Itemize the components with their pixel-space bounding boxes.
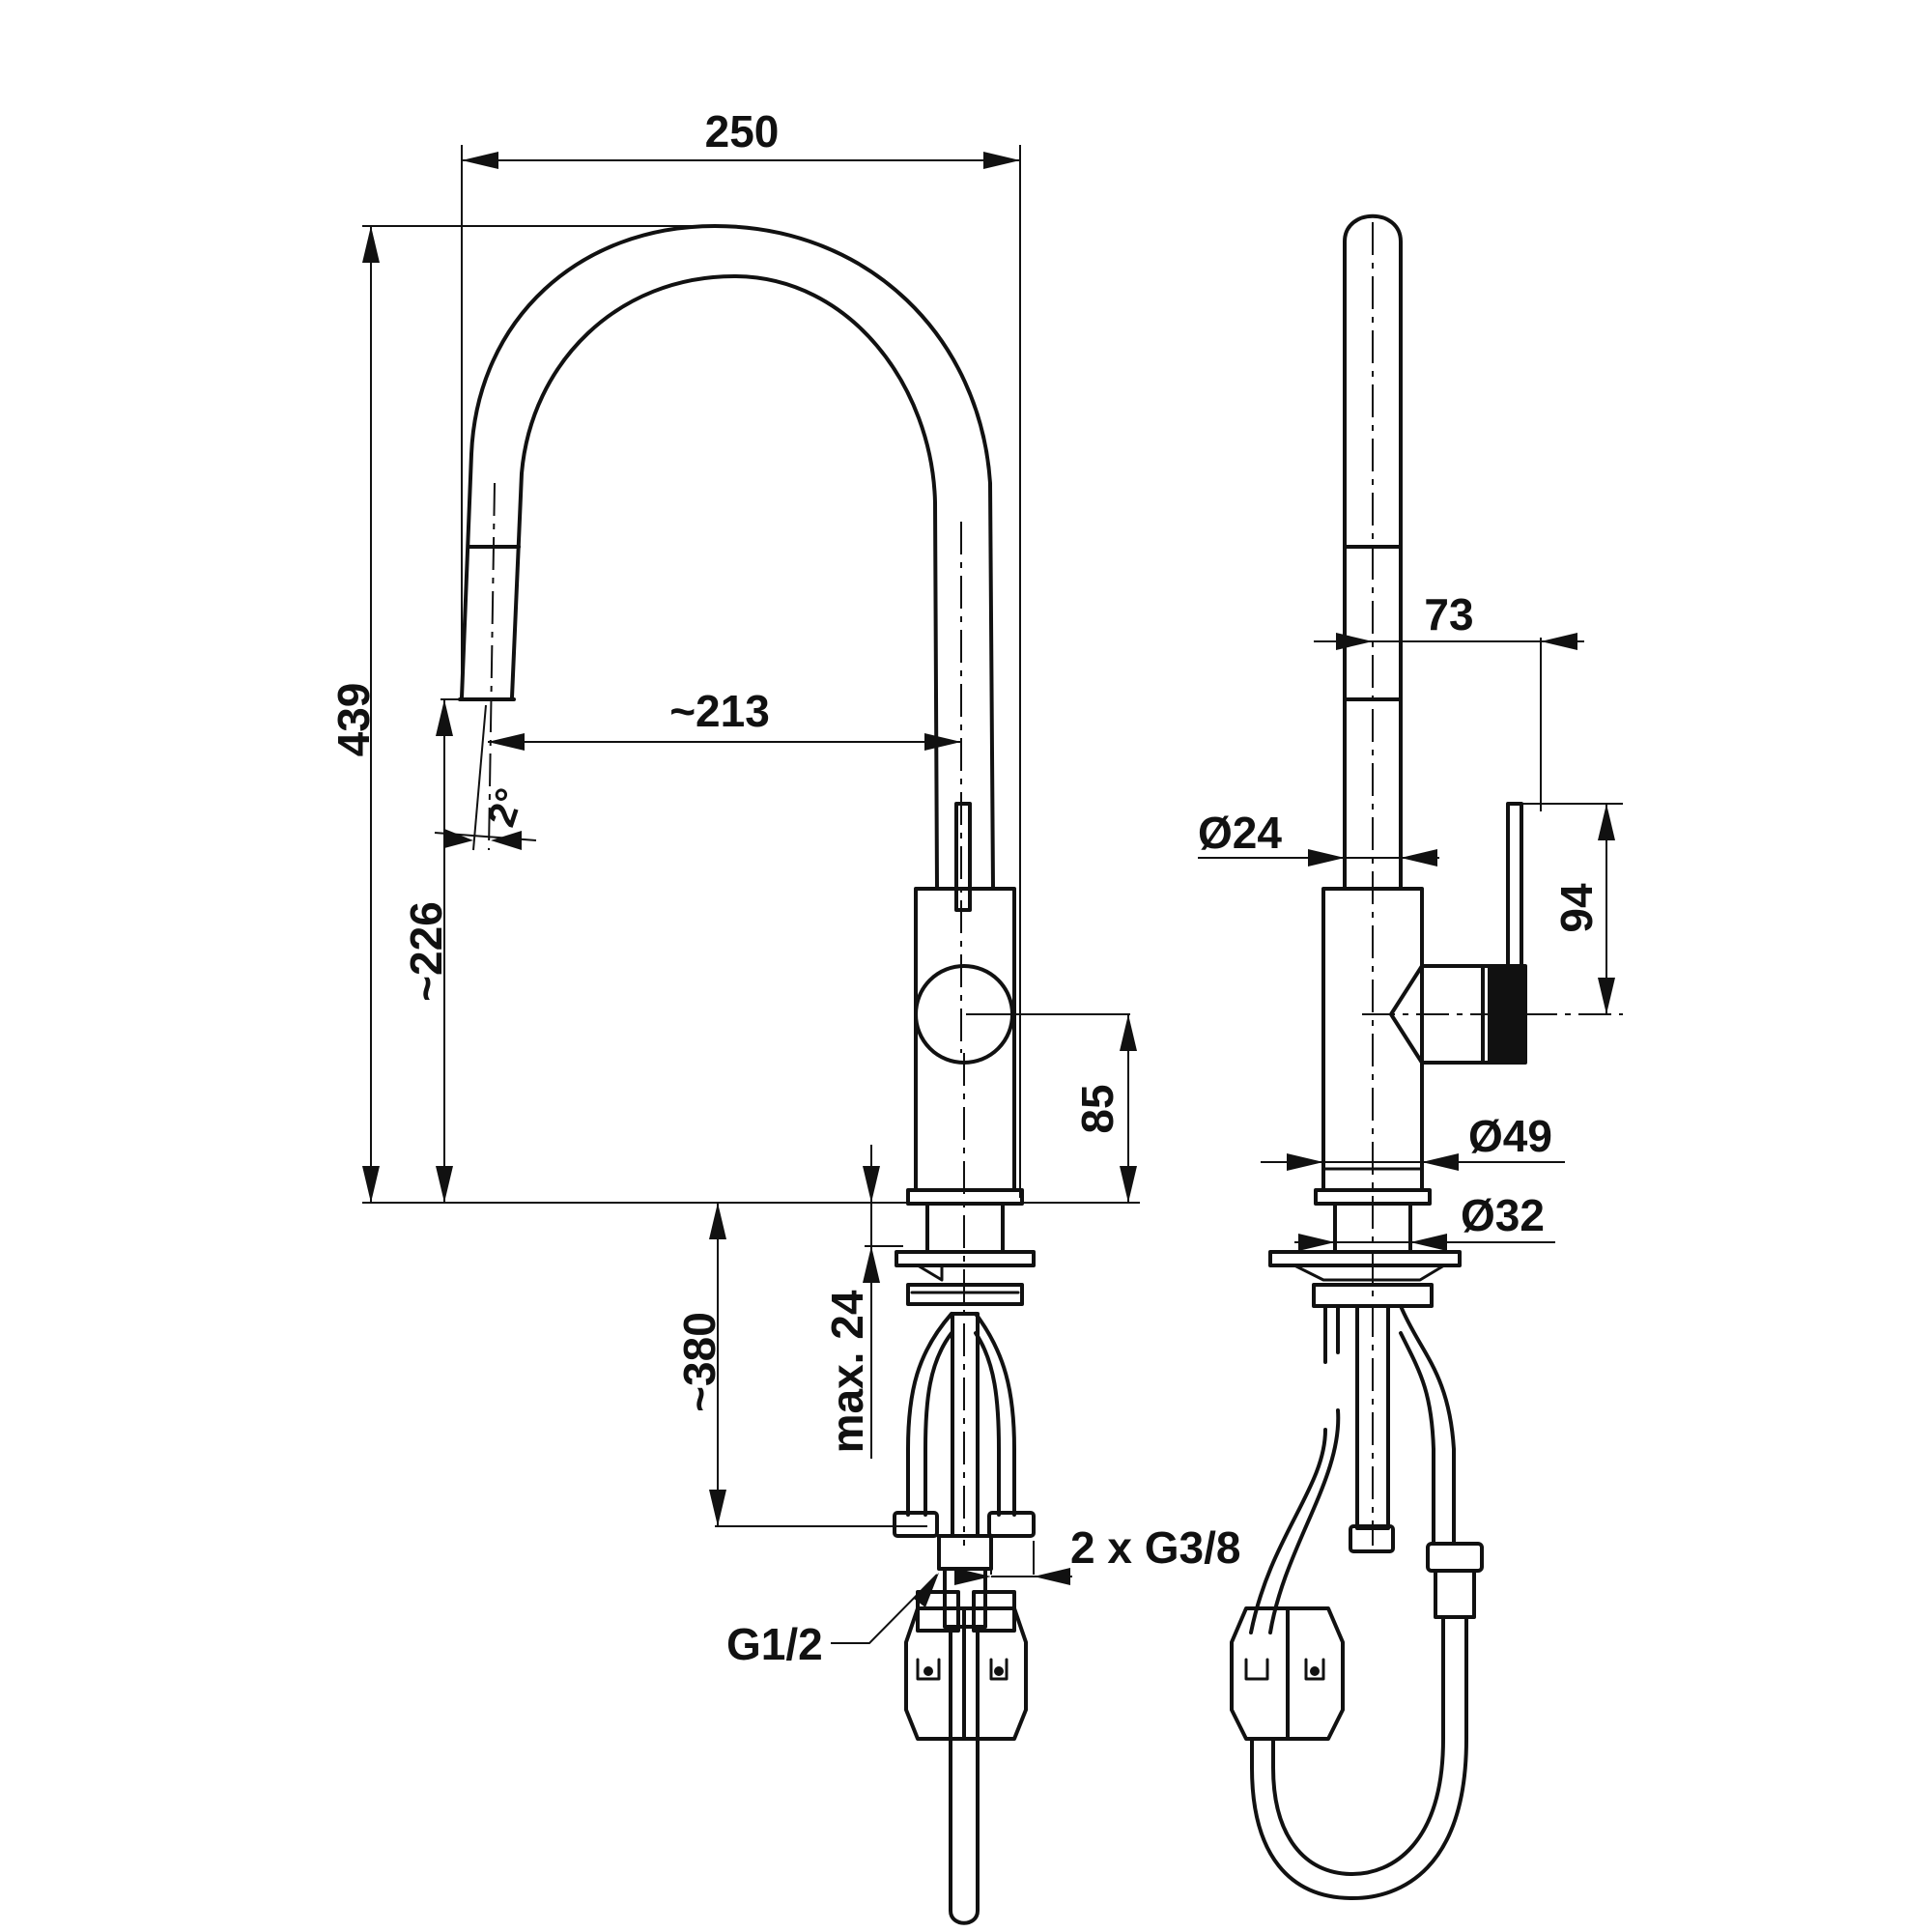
label-spout-height: ~226	[401, 901, 451, 1002]
left-supply-hose-inner	[923, 1331, 953, 1517]
spout-inner-outline	[510, 274, 939, 891]
label-shank-diameter: Ø32	[1461, 1190, 1545, 1240]
side-hot-water-icon	[1244, 1658, 1269, 1681]
side-view	[1230, 213, 1623, 1900]
label-spout-angle: 2°	[480, 783, 532, 832]
side-pullout-loop	[1250, 1615, 1468, 1900]
side-cold-water-icon	[1304, 1658, 1325, 1681]
label-counter-thickness: max. 24	[822, 1290, 872, 1453]
side-mounting-clamp	[1293, 1264, 1446, 1282]
label-lever-height: 85	[1072, 1084, 1122, 1133]
cold-water-icon	[989, 1658, 1009, 1681]
control-box	[904, 1606, 1028, 1741]
right-supply-hose-inner	[974, 1331, 1001, 1517]
label-side-depth: 73	[1424, 589, 1473, 639]
spray-centerline	[488, 482, 496, 851]
label-outlet-thread: G1/2	[726, 1619, 823, 1669]
mounting-plate	[895, 1250, 1036, 1267]
right-supply-hose	[974, 1312, 1016, 1517]
right-supply-nut	[987, 1511, 1036, 1538]
side-supply-hose-left	[1268, 1304, 1341, 1634]
side-supply-nut	[1426, 1542, 1484, 1573]
mounting-clamp	[916, 1264, 944, 1282]
label-hose-length: ~380	[674, 1312, 724, 1412]
label-supply-thread: 2 x G3/8	[1070, 1522, 1240, 1573]
dimension-lines	[362, 145, 1623, 1644]
dimension-labels: 250 439 ~213 2° ~226 85 ~380 max. 24 2 x…	[328, 106, 1602, 1669]
faucet-body	[914, 887, 1016, 1192]
hot-water-icon	[916, 1658, 941, 1681]
spray-angle-line	[472, 704, 487, 851]
side-hose-coupling	[1349, 1524, 1395, 1553]
side-spout-outline	[1343, 213, 1403, 891]
left-supply-nut	[893, 1511, 939, 1538]
side-lever-handle	[1506, 802, 1523, 968]
side-control-box	[1230, 1606, 1345, 1741]
side-supply-stem	[1434, 1569, 1476, 1619]
side-lever-neck	[1389, 964, 1485, 1065]
label-body-diameter: Ø49	[1468, 1111, 1552, 1161]
label-spout-diameter: Ø24	[1198, 808, 1282, 858]
front-view	[458, 224, 1130, 1925]
mounting-nut	[906, 1283, 1024, 1306]
label-spout-reach: ~213	[669, 686, 770, 736]
spout-outer-outline	[460, 224, 995, 891]
left-supply-hose	[906, 1312, 953, 1517]
side-supply-hose-left-inner	[1249, 1428, 1327, 1634]
side-mounting-plate	[1268, 1250, 1462, 1267]
side-supply-hose-right	[1399, 1304, 1456, 1546]
pullout-hose-lower	[949, 1631, 980, 1925]
outlet-thread-leader	[831, 1574, 938, 1644]
label-lever-length: 94	[1551, 883, 1602, 933]
lever-handle	[954, 802, 972, 912]
label-height-overall: 439	[328, 683, 379, 757]
label-width-overall: 250	[705, 106, 780, 156]
